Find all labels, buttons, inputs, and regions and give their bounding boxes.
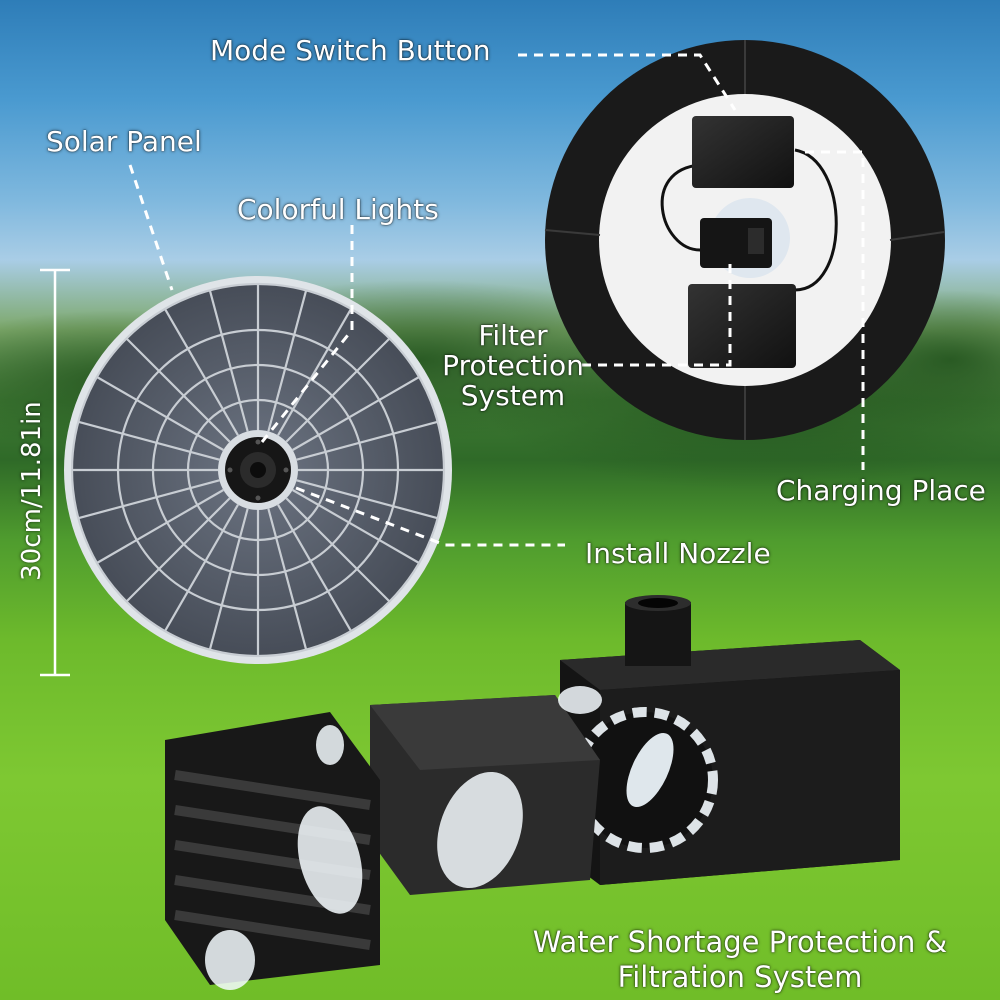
panel-spoke [277,504,352,632]
filter-protection-line1: Filter [478,319,548,352]
colorful-lights-label: Colorful Lights [237,193,439,226]
panel-spoke [296,479,438,520]
install-nozzle-label: Install Nozzle [585,537,771,570]
panel-spoke [292,376,420,451]
solar-panel-label: Solar Panel [46,125,202,158]
panel-spoke [267,290,308,432]
panel-spoke [78,479,220,520]
filter-protection-line2: Protection [442,349,584,382]
panel-spoke [208,508,249,650]
panel-spoke [164,308,239,436]
panel-spoke [277,308,352,436]
panel-spoke [285,337,391,443]
dimension-bar [40,268,70,677]
charging-place-label: Charging Place [776,474,986,507]
panel-spoke [267,508,308,650]
solar-panel-disc [64,276,452,664]
mode-switch-label: Mode Switch Button [210,34,491,67]
water-shortage-label: Water Shortage Protection & Filtration S… [500,928,980,992]
panel-ring [116,328,400,612]
panel-spoke [96,489,224,564]
filter-protection-label: Filter Protection System [428,322,598,410]
water-shortage-line2: Filtration System [617,960,863,994]
panel-spoke [96,376,224,451]
panel-spoke [78,420,220,461]
panel-spoke [164,504,239,632]
panel-spoke [125,497,231,603]
panel-spoke [125,337,231,443]
panel-spoke [208,290,249,432]
water-shortage-line1: Water Shortage Protection & [532,925,948,959]
pump-assembly [165,595,900,990]
panel-ring [186,398,330,542]
panel-ring [151,363,365,577]
dimension-label: 30cm/11.81in [17,401,47,581]
panel-spoke [296,420,438,461]
panel-ring [70,282,446,658]
leader-lines [128,53,865,547]
solar-panel-grid [70,282,446,658]
panel-spoke [292,489,420,564]
panel-back-view [544,40,945,440]
filter-protection-line3: System [460,379,566,412]
panel-spoke [285,497,391,603]
